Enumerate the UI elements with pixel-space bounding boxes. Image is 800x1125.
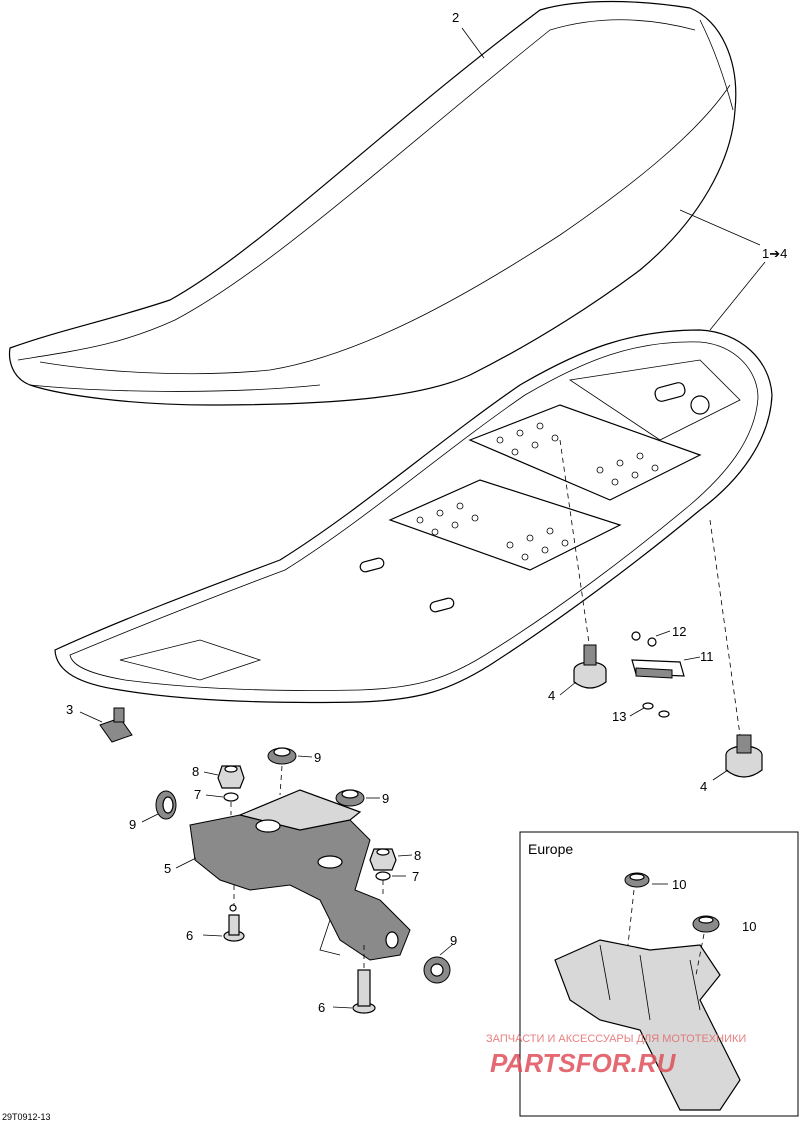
bracket [189, 789, 411, 961]
bumper-left [573, 644, 607, 689]
grommet-10-b [692, 915, 720, 933]
callout-7-left: 7 [194, 787, 201, 802]
callout-8-left: 8 [192, 764, 199, 779]
watermark: ЗАПЧАСТИ И АКСЕССУАРЫ ДЛЯ МОТОТЕХНИКИ PA… [486, 1033, 746, 1078]
callout-9-b: 9 [382, 791, 389, 806]
callout-10-a: 10 [672, 877, 686, 892]
callout-9-a: 9 [314, 750, 321, 765]
callout-12: 12 [672, 624, 686, 639]
callout-6-right: 6 [318, 1000, 325, 1015]
callout-2: 2 [452, 10, 459, 25]
callout-3: 3 [66, 702, 73, 717]
leader-1to4-bottom [709, 261, 766, 331]
bolt-6-right [352, 969, 376, 1014]
grommet-10-a [624, 872, 650, 888]
part-12-screws [631, 631, 657, 647]
nut-8-right [369, 848, 397, 871]
callout-1-to-4: 1➔4 [762, 246, 787, 261]
callout-7-right: 7 [412, 869, 419, 884]
grommet-9-a [267, 747, 297, 765]
callout-9-d: 9 [450, 933, 457, 948]
washer-7-right [375, 871, 391, 881]
grommet-9-b [335, 789, 365, 807]
inset-title-europe: Europe [528, 841, 573, 857]
seat-base-plate-rear [388, 404, 702, 571]
grommet-9-c [155, 790, 177, 820]
leader-1to4-top [679, 209, 761, 246]
washer-7-left [223, 792, 239, 802]
nut-8-left [217, 765, 245, 789]
bumper-right [725, 734, 763, 778]
callout-4-right: 4 [700, 779, 707, 794]
bolt-6-left [223, 904, 245, 942]
leader-2 [461, 27, 485, 59]
callout-4-left: 4 [548, 688, 555, 703]
grommet-9-d [423, 956, 451, 984]
callout-8-right: 8 [414, 848, 421, 863]
callout-13: 13 [612, 709, 626, 724]
seat-base [54, 329, 773, 704]
drawing-code: 29T0912-13 [2, 1112, 51, 1122]
part-3-stopper [99, 707, 133, 743]
part-11-latch [631, 659, 685, 679]
watermark-logo: PARTSFOR.RU [490, 1048, 677, 1078]
callout-6-left: 6 [186, 928, 193, 943]
axis-bumper-right [709, 519, 741, 736]
seat-cover [8, 0, 737, 406]
callout-10-b: 10 [742, 919, 756, 934]
callout-9-c: 9 [129, 817, 136, 832]
callout-11: 11 [700, 649, 714, 664]
europe-inset [519, 831, 799, 1117]
callout-5: 5 [164, 861, 171, 876]
part-13-washers [642, 702, 670, 718]
watermark-top-text: ЗАПЧАСТИ И АКСЕССУАРЫ ДЛЯ МОТОТЕХНИКИ [486, 1033, 746, 1045]
